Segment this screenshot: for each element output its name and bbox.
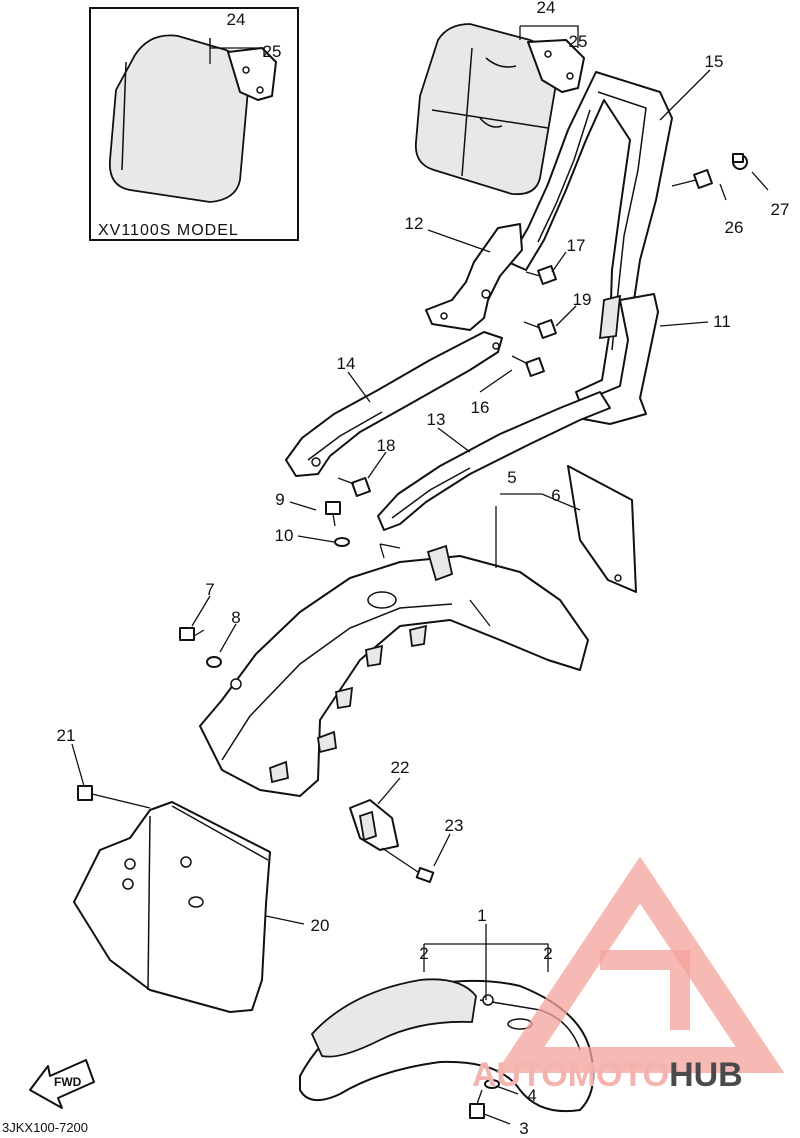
callout-27: 27: [771, 200, 790, 219]
callout-9: 9: [275, 490, 284, 509]
watermark-logo: [495, 856, 785, 1073]
fwd-arrow: FWD: [29, 1059, 95, 1109]
grab-bar-14: [285, 331, 503, 477]
bracket-20: [73, 801, 271, 1013]
bolt-27: [732, 153, 748, 170]
callout-numbers: 24 25 24 25 15 26 27 12 17 19 11 14 16 1…: [57, 0, 790, 1138]
bolt-17: [525, 265, 557, 285]
callout-12: 12: [405, 214, 424, 233]
callout-17: 17: [567, 236, 586, 255]
callout-2-left: 2: [419, 944, 428, 963]
backrest-pad: [414, 23, 585, 196]
grab-bar-13: [377, 391, 611, 531]
bolt-26: [671, 169, 713, 189]
callout-25: 25: [569, 32, 588, 51]
callout-20: 20: [311, 916, 330, 935]
callout-24-inset: 24: [227, 10, 246, 29]
callout-23: 23: [445, 816, 464, 835]
callout-19: 19: [573, 290, 592, 309]
rear-fender: [199, 544, 589, 797]
callout-6: 6: [551, 486, 560, 505]
watermark-text: AUTOMOTOHUB: [472, 1056, 743, 1094]
nut-8: [206, 656, 222, 668]
callout-22: 22: [391, 758, 410, 777]
fwd-label: FWD: [54, 1075, 82, 1089]
diagram-code: 3JKX100-7200: [2, 1120, 88, 1135]
callout-14: 14: [337, 354, 356, 373]
callout-24: 24: [537, 0, 556, 17]
callout-3: 3: [519, 1119, 528, 1138]
washer-4: [484, 1079, 500, 1089]
callout-18: 18: [377, 436, 396, 455]
callout-1: 1: [477, 906, 486, 925]
bolt-18: [337, 477, 371, 497]
stay-11: [577, 293, 659, 425]
callout-10: 10: [275, 526, 294, 545]
callout-15: 15: [705, 52, 724, 71]
callout-21: 21: [57, 726, 76, 745]
bolt-3: [469, 1089, 485, 1119]
callout-11: 11: [713, 312, 731, 331]
bolt-19: [523, 319, 557, 339]
front-fender: [299, 978, 595, 1113]
bolt-9: [325, 501, 341, 527]
callout-25-inset: 25: [263, 42, 282, 61]
callout-4: 4: [527, 1086, 536, 1105]
callout-13: 13: [427, 410, 446, 429]
callout-8: 8: [231, 608, 240, 627]
callout-26: 26: [725, 218, 744, 237]
callout-7: 7: [205, 580, 214, 599]
part-5-lead: [495, 493, 581, 568]
callout-5: 5: [507, 468, 516, 487]
clamp-22: [349, 799, 399, 851]
bracket-12: [425, 223, 523, 331]
bolt-21: [77, 785, 151, 809]
bolt-7: [179, 627, 205, 641]
model-label: XV1100S MODEL: [98, 222, 239, 239]
screw-23: [381, 847, 435, 884]
part-6: [567, 465, 637, 593]
callout-16: 16: [471, 398, 490, 417]
bolt-16: [511, 355, 545, 377]
xv1100s-model-inset: XV1100S MODEL: [89, 7, 299, 241]
washer-10: [334, 537, 350, 547]
callout-2-right: 2: [543, 944, 552, 963]
leader-lines: [71, 25, 769, 1125]
